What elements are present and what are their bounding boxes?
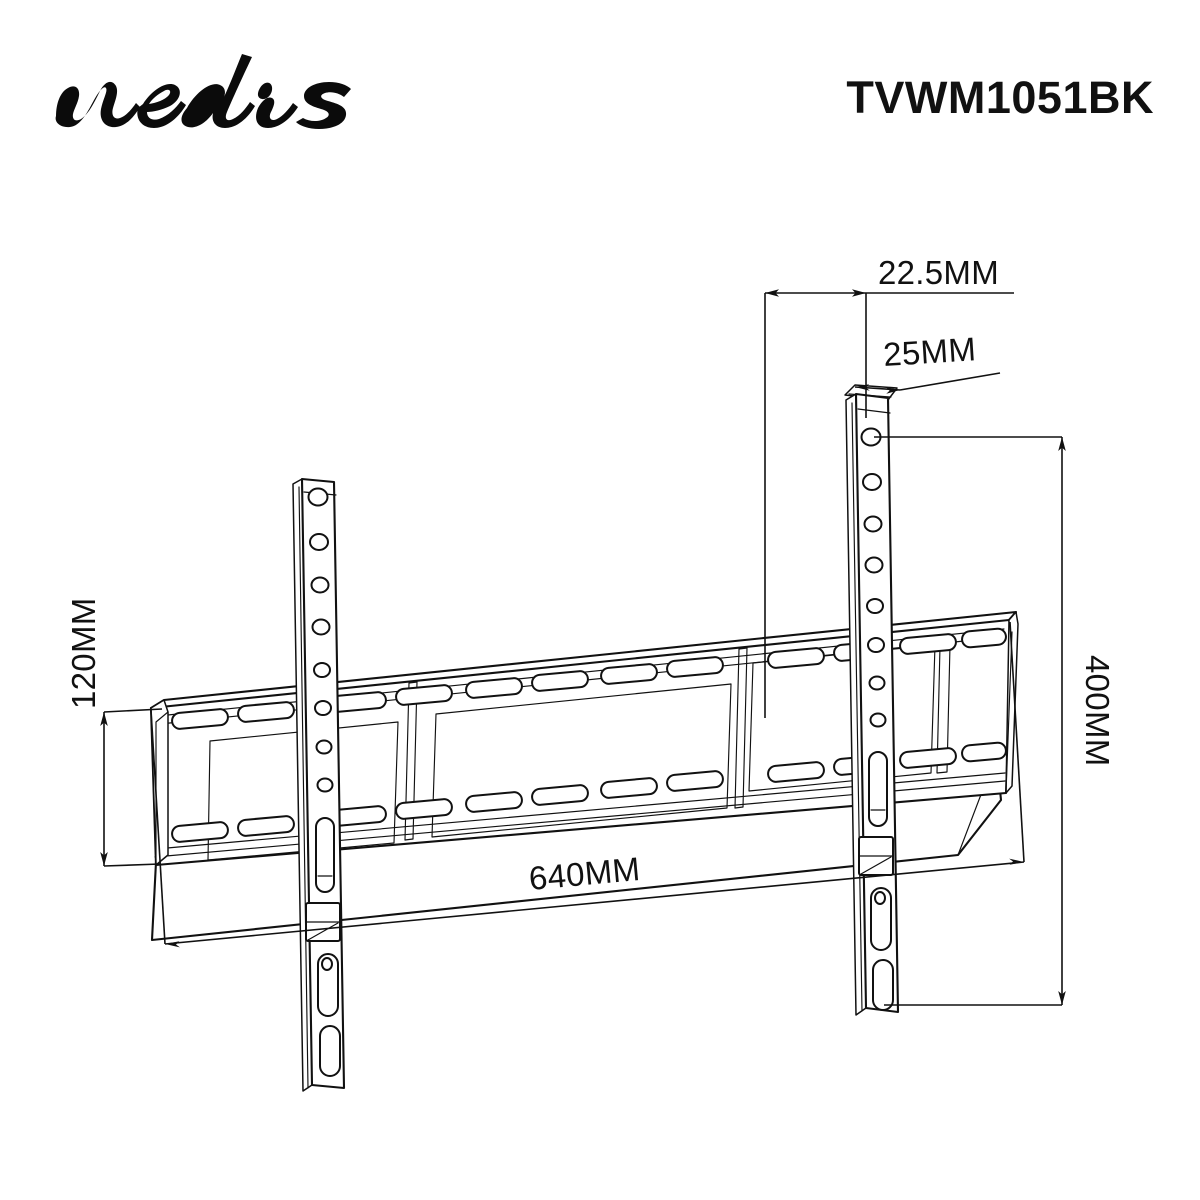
vertical-rail-left xyxy=(292,477,346,1092)
dimension-25mm: 25MM xyxy=(854,330,1001,394)
dimension-label-25mm: 25MM xyxy=(882,330,977,373)
dimension-400mm: 400MM xyxy=(874,436,1116,1006)
dimension-22-5mm: 22.5MM xyxy=(764,254,1014,718)
dimension-label-120mm: 120MM xyxy=(65,597,102,709)
product-code-label: TVWM1051BK xyxy=(846,72,1154,123)
wall-plate-left-cap xyxy=(150,699,169,866)
dimension-label-400mm: 400MM xyxy=(1079,655,1116,767)
wall-plate-bottom-slots xyxy=(171,741,1007,843)
rail-left-round-holes xyxy=(307,487,334,793)
wall-plate xyxy=(149,610,1019,942)
dimension-label-22-5mm: 22.5MM xyxy=(878,254,999,291)
dimension-120mm: 120MM xyxy=(65,597,163,867)
vertical-rail-right xyxy=(844,384,900,1016)
rail-right-slots xyxy=(858,751,894,1011)
nedis-logo xyxy=(48,46,378,138)
rail-right-round-holes xyxy=(860,427,887,728)
rail-left-slots xyxy=(305,817,341,1077)
page-header: TVWM1051BK xyxy=(0,0,1200,170)
